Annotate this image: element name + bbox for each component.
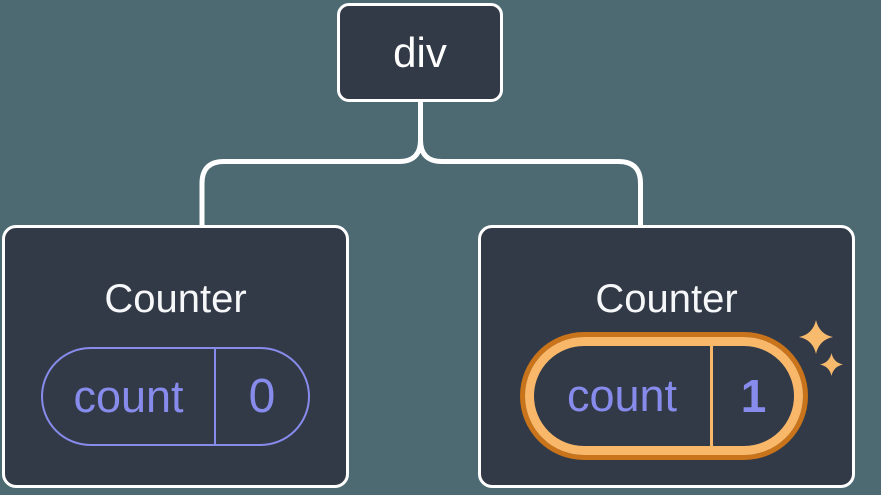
tree-node-div: div bbox=[337, 3, 503, 102]
sparkle-icon bbox=[820, 353, 843, 376]
component-title: Counter bbox=[104, 277, 247, 321]
state-value: 1 bbox=[740, 370, 767, 422]
connector-left-branch bbox=[199, 100, 423, 225]
state-key-section: count bbox=[43, 349, 216, 444]
state-value: 0 bbox=[248, 370, 276, 423]
state-pill-highlighted: count 1 bbox=[525, 337, 803, 455]
sparkle-icon bbox=[799, 320, 833, 354]
connector-right-branch bbox=[418, 100, 643, 225]
state-key-label: count bbox=[73, 370, 184, 422]
state-value-section: 1 bbox=[713, 346, 794, 446]
tree-node-div-label: div bbox=[393, 28, 447, 76]
state-key-section: count bbox=[534, 346, 713, 446]
state-value-section: 0 bbox=[216, 349, 308, 444]
component-title: Counter bbox=[595, 277, 738, 321]
counter-card-left: Counter count 0 bbox=[2, 225, 349, 488]
counter-card-right: Counter count 1 bbox=[478, 225, 855, 488]
state-key-label: count bbox=[566, 370, 678, 421]
state-pill: count 0 bbox=[41, 347, 310, 446]
